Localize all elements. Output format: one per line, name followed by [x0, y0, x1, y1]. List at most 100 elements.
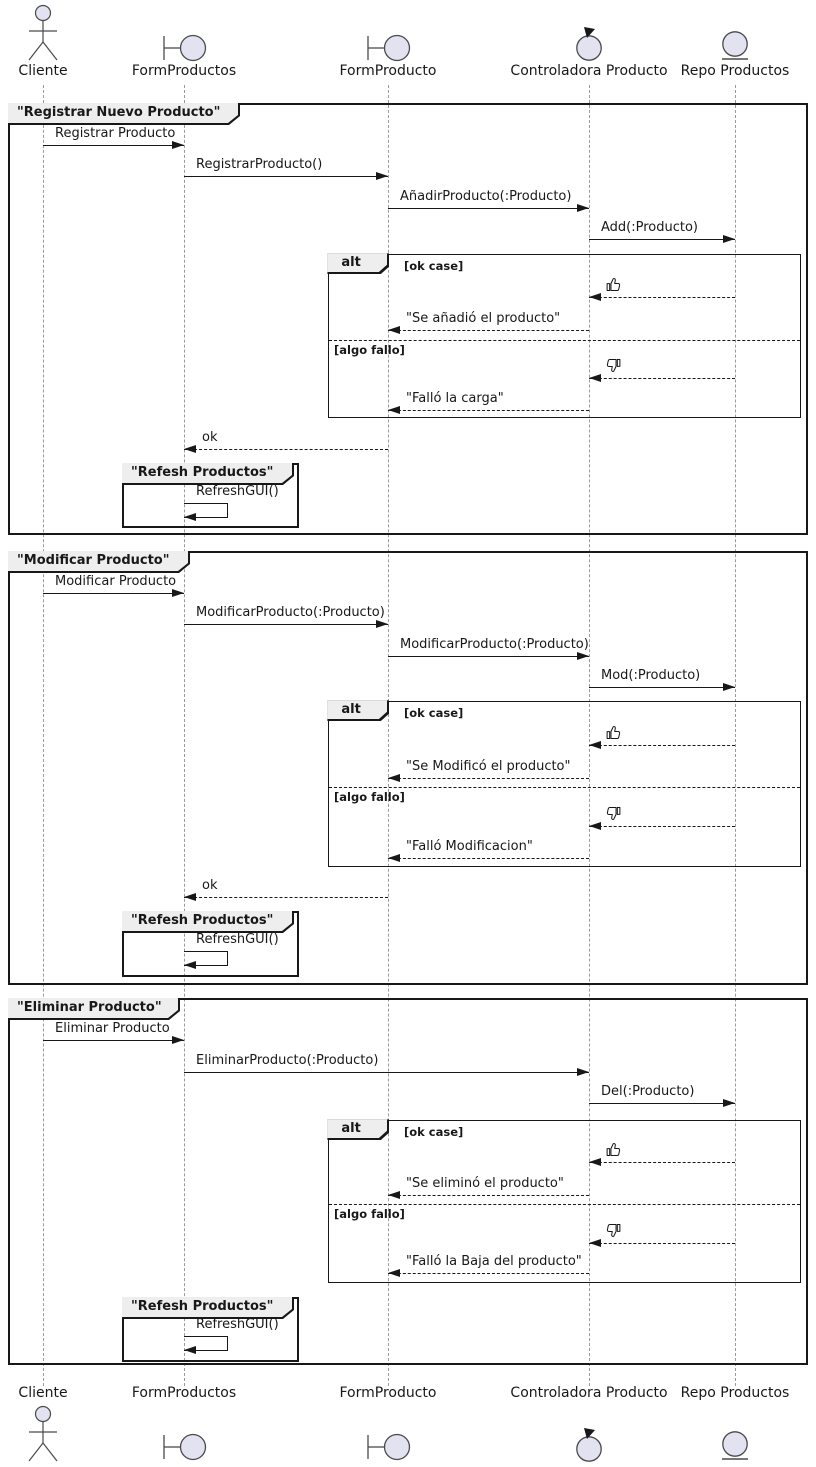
- message-arrowhead: [388, 326, 400, 334]
- message-line: [388, 1195, 589, 1196]
- group-frame: [8, 998, 808, 1365]
- participant-label: FormProductos: [131, 63, 237, 79]
- message-label: "Falló la carga": [406, 391, 504, 406]
- message-label: "Se añadió el producto": [406, 311, 561, 326]
- message-line: [589, 239, 735, 240]
- message-label: Registrar Producto: [55, 126, 176, 141]
- message-line: [184, 897, 388, 898]
- message-line: [589, 378, 735, 379]
- group-tab: "Refesh Productos": [122, 463, 294, 485]
- message-arrowhead: [589, 741, 601, 749]
- group-tab: "Refesh Productos": [122, 911, 294, 933]
- message-label: "Falló Modificacion": [406, 839, 533, 854]
- message-arrowhead: [723, 1099, 735, 1107]
- message-arrowhead: [184, 445, 196, 453]
- thumbs-down-icon: [605, 805, 622, 822]
- alt-operator-label: alt: [341, 702, 361, 718]
- message-arrowhead: [388, 774, 400, 782]
- group-tab-fill: "Refesh Productos": [122, 911, 292, 931]
- group-frame: [8, 103, 808, 535]
- message-arrowhead: [376, 172, 388, 180]
- group-title: "Refesh Productos": [131, 465, 274, 480]
- control-icon: [574, 27, 604, 61]
- self-message-loop: [184, 503, 228, 518]
- alt-tab: alt: [327, 253, 389, 274]
- alt-condition: [ok case]: [404, 259, 464, 273]
- alt-operator-label: alt: [341, 255, 361, 271]
- message-arrowhead: [589, 374, 601, 382]
- message-arrowhead: [577, 652, 589, 660]
- group-tab-fill: "Modificar Producto": [8, 551, 188, 571]
- group-tab: "Registrar Nuevo Producto": [8, 103, 240, 125]
- thumbs-up-icon: [605, 724, 622, 741]
- message-line: [184, 449, 388, 450]
- message-arrowhead: [172, 589, 184, 597]
- message-line: [589, 745, 735, 746]
- message-line: [589, 1243, 735, 1244]
- message-line: [388, 778, 589, 779]
- thumbs-up-icon: [605, 276, 622, 293]
- message-arrowhead: [589, 293, 601, 301]
- alt-condition: [algo fallo]: [334, 343, 405, 357]
- participant-label: FormProducto: [339, 63, 437, 79]
- self-message-label: RefreshGUI(): [196, 1317, 279, 1332]
- self-message-label: RefreshGUI(): [196, 484, 279, 499]
- message-arrowhead: [723, 683, 735, 691]
- alt-condition: [algo fallo]: [334, 790, 405, 804]
- message-line: [388, 858, 589, 859]
- group-tab: "Refesh Productos": [122, 1297, 294, 1319]
- alt-condition: [ok case]: [404, 706, 464, 720]
- alt-frame: alt [ok case] [algo fallo]: [328, 1120, 801, 1283]
- group-tab-fill: "Registrar Nuevo Producto": [8, 103, 238, 123]
- alt-operator-label: alt: [341, 1121, 361, 1137]
- message-arrowhead: [184, 961, 196, 969]
- message-line: [388, 656, 589, 657]
- alt-tab-fill: alt: [327, 700, 387, 719]
- thumbs-down-icon: [605, 357, 622, 374]
- message-line: [184, 1072, 589, 1073]
- alt-condition: [ok case]: [404, 1125, 464, 1139]
- message-label: "Falló la Baja del producto": [406, 1254, 582, 1269]
- group-title: "Eliminar Producto": [17, 1000, 162, 1015]
- message-arrowhead: [589, 1158, 601, 1166]
- message-line: [43, 1040, 184, 1041]
- group-title: "Modificar Producto": [17, 553, 170, 568]
- alt-divider: [329, 340, 800, 341]
- group-title: "Refesh Productos": [131, 1299, 274, 1314]
- message-line: [589, 1162, 735, 1163]
- alt-frame: alt [ok case] [algo fallo]: [328, 254, 801, 418]
- message-label: RegistrarProducto(): [196, 157, 323, 172]
- message-arrowhead: [577, 204, 589, 212]
- thumbs-up-icon: [605, 1141, 622, 1158]
- alt-condition: [algo fallo]: [334, 1207, 405, 1221]
- message-label: Modificar Producto: [55, 574, 177, 589]
- lifeline: [589, 85, 590, 1386]
- alt-frame: alt [ok case] [algo fallo]: [328, 701, 801, 867]
- message-arrowhead: [723, 235, 735, 243]
- message-label: Del(:Producto): [601, 1084, 695, 1099]
- group-tab-fill: "Refesh Productos": [122, 1297, 292, 1317]
- group-tab-fill: "Eliminar Producto": [8, 998, 178, 1018]
- message-line: [589, 297, 735, 298]
- group-tab: "Modificar Producto": [8, 551, 190, 573]
- message-arrowhead: [589, 822, 601, 830]
- boundary-icon: [162, 33, 208, 63]
- message-arrowhead: [589, 1239, 601, 1247]
- alt-divider: [329, 787, 800, 788]
- message-arrowhead: [184, 513, 196, 521]
- message-label: ok: [202, 430, 218, 445]
- message-line: [388, 410, 589, 411]
- participant-label: Controladora Producto: [510, 63, 668, 79]
- group-frame: [8, 551, 808, 985]
- message-arrowhead: [184, 893, 196, 901]
- lifeline: [43, 85, 44, 1386]
- thumbs-down-icon: [605, 1222, 622, 1239]
- message-arrowhead: [172, 1036, 184, 1044]
- actor-icon: [24, 4, 62, 62]
- message-arrowhead: [388, 854, 400, 862]
- message-line: [388, 1273, 589, 1274]
- entity-icon: [720, 1428, 750, 1461]
- lifeline: [735, 85, 736, 1386]
- message-line: [589, 687, 735, 688]
- alt-tab-fill: alt: [327, 1119, 387, 1138]
